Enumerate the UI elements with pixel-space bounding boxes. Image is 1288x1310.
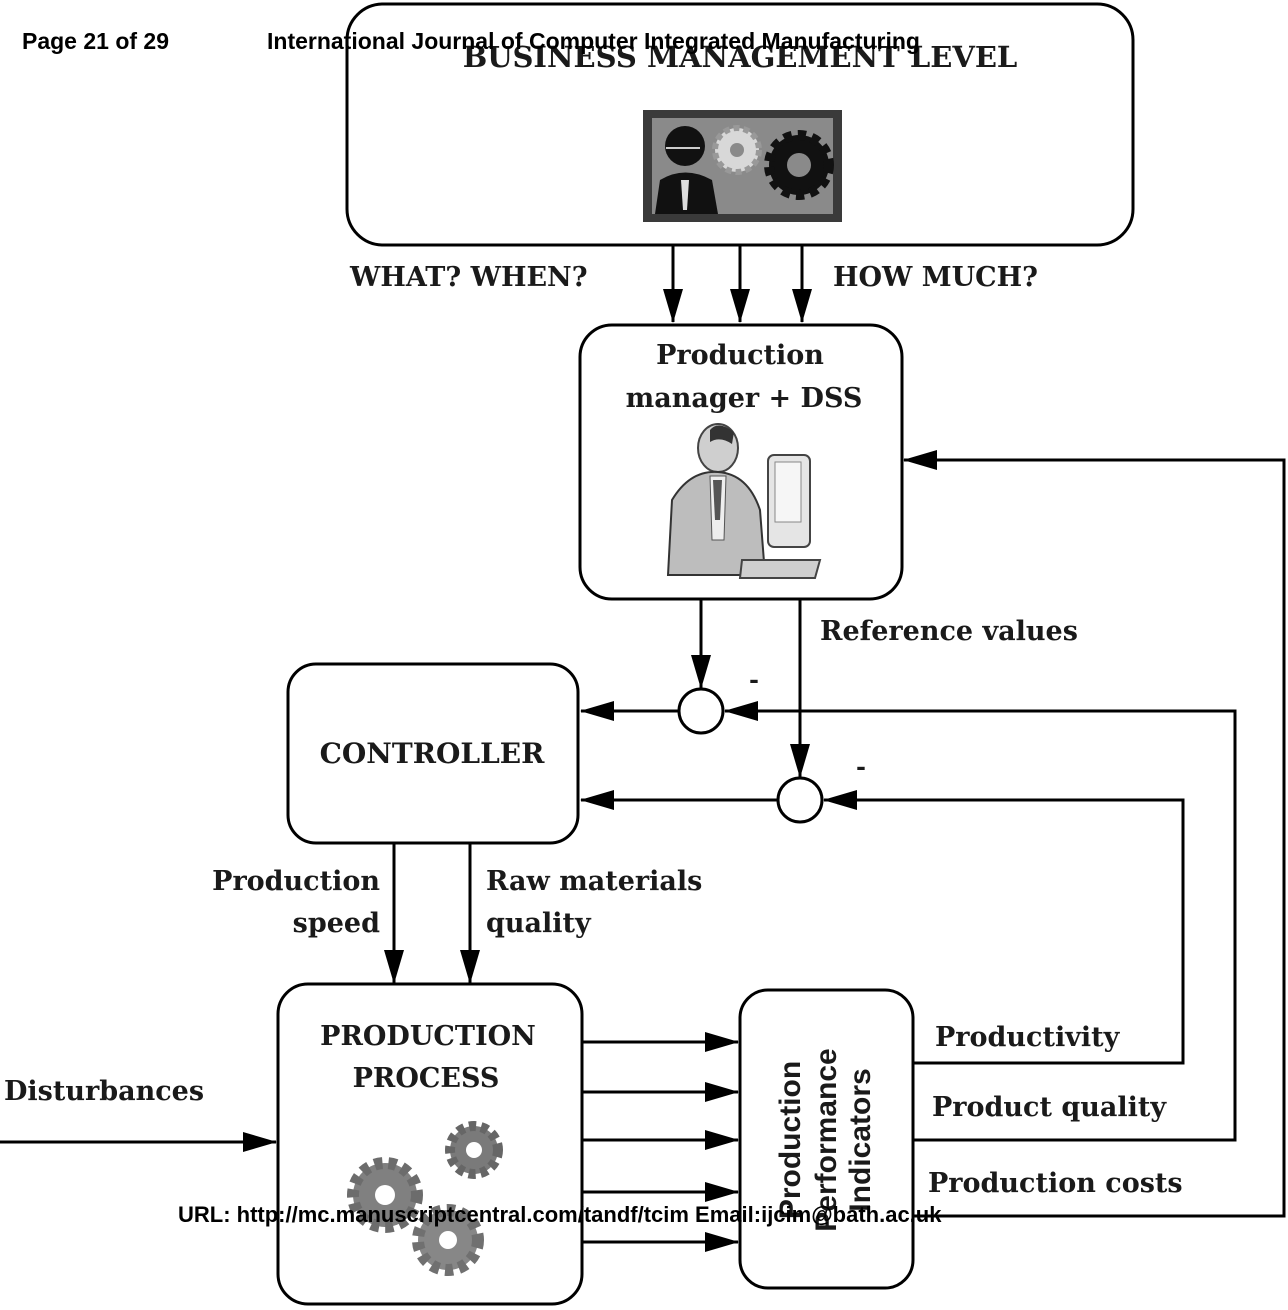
process-label-line2: PROCESS	[353, 1063, 500, 1094]
how-much-label: HOW MUCH?	[833, 262, 1038, 293]
comparator-1	[677, 687, 725, 735]
reference-values-label: Reference values	[820, 616, 1078, 647]
raw-materials-line1: Raw materials	[486, 866, 702, 897]
manager-label-line1: Production	[656, 340, 824, 371]
production-costs-label: Production costs	[928, 1168, 1183, 1199]
disturbances-label: Disturbances	[4, 1076, 204, 1107]
productivity-label: Productivity	[935, 1022, 1121, 1053]
comparator-2-minus: -	[856, 752, 866, 781]
page-footer-url: URL: http://mc.manuscriptcentral.com/tan…	[178, 1202, 942, 1227]
feedback-product-quality	[724, 701, 1237, 1142]
indicators-label-line3: Indicators	[844, 1068, 877, 1211]
raw-materials-line2: quality	[486, 908, 592, 939]
manager-at-computer-icon	[666, 423, 822, 579]
page-number: Page 21 of 29	[22, 28, 170, 54]
comparator-1-minus: -	[749, 665, 759, 694]
production-manager-box	[578, 323, 904, 601]
manager-label-line2: manager + DSS	[626, 383, 863, 414]
controller-label: CONTROLLER	[320, 737, 545, 770]
indicators-label-line2: Performance	[810, 1048, 843, 1231]
indicators-label-line1: Production	[774, 1061, 807, 1219]
page-header: Page 21 of 29 International Journal of C…	[22, 28, 920, 55]
production-speed-line1: Production	[212, 866, 380, 897]
business-management-label: BUSINESS MANAGEMENT LEVEL	[463, 40, 1018, 74]
what-when-label: WHAT? WHEN?	[349, 262, 588, 293]
journal-title: International Journal of Computer Integr…	[267, 28, 920, 54]
process-gears-icon	[347, 1121, 503, 1276]
process-label-line1: PRODUCTION	[320, 1021, 536, 1052]
controller-box	[286, 662, 580, 845]
product-quality-label: Product quality	[932, 1092, 1167, 1123]
comparator-2	[776, 776, 824, 824]
production-speed-line2: speed	[293, 908, 380, 939]
business-manager-gears-icon	[643, 110, 842, 222]
feedback-productivity	[823, 790, 1185, 1065]
feedback-production-costs	[903, 450, 1286, 1218]
production-process-box	[276, 982, 584, 1306]
